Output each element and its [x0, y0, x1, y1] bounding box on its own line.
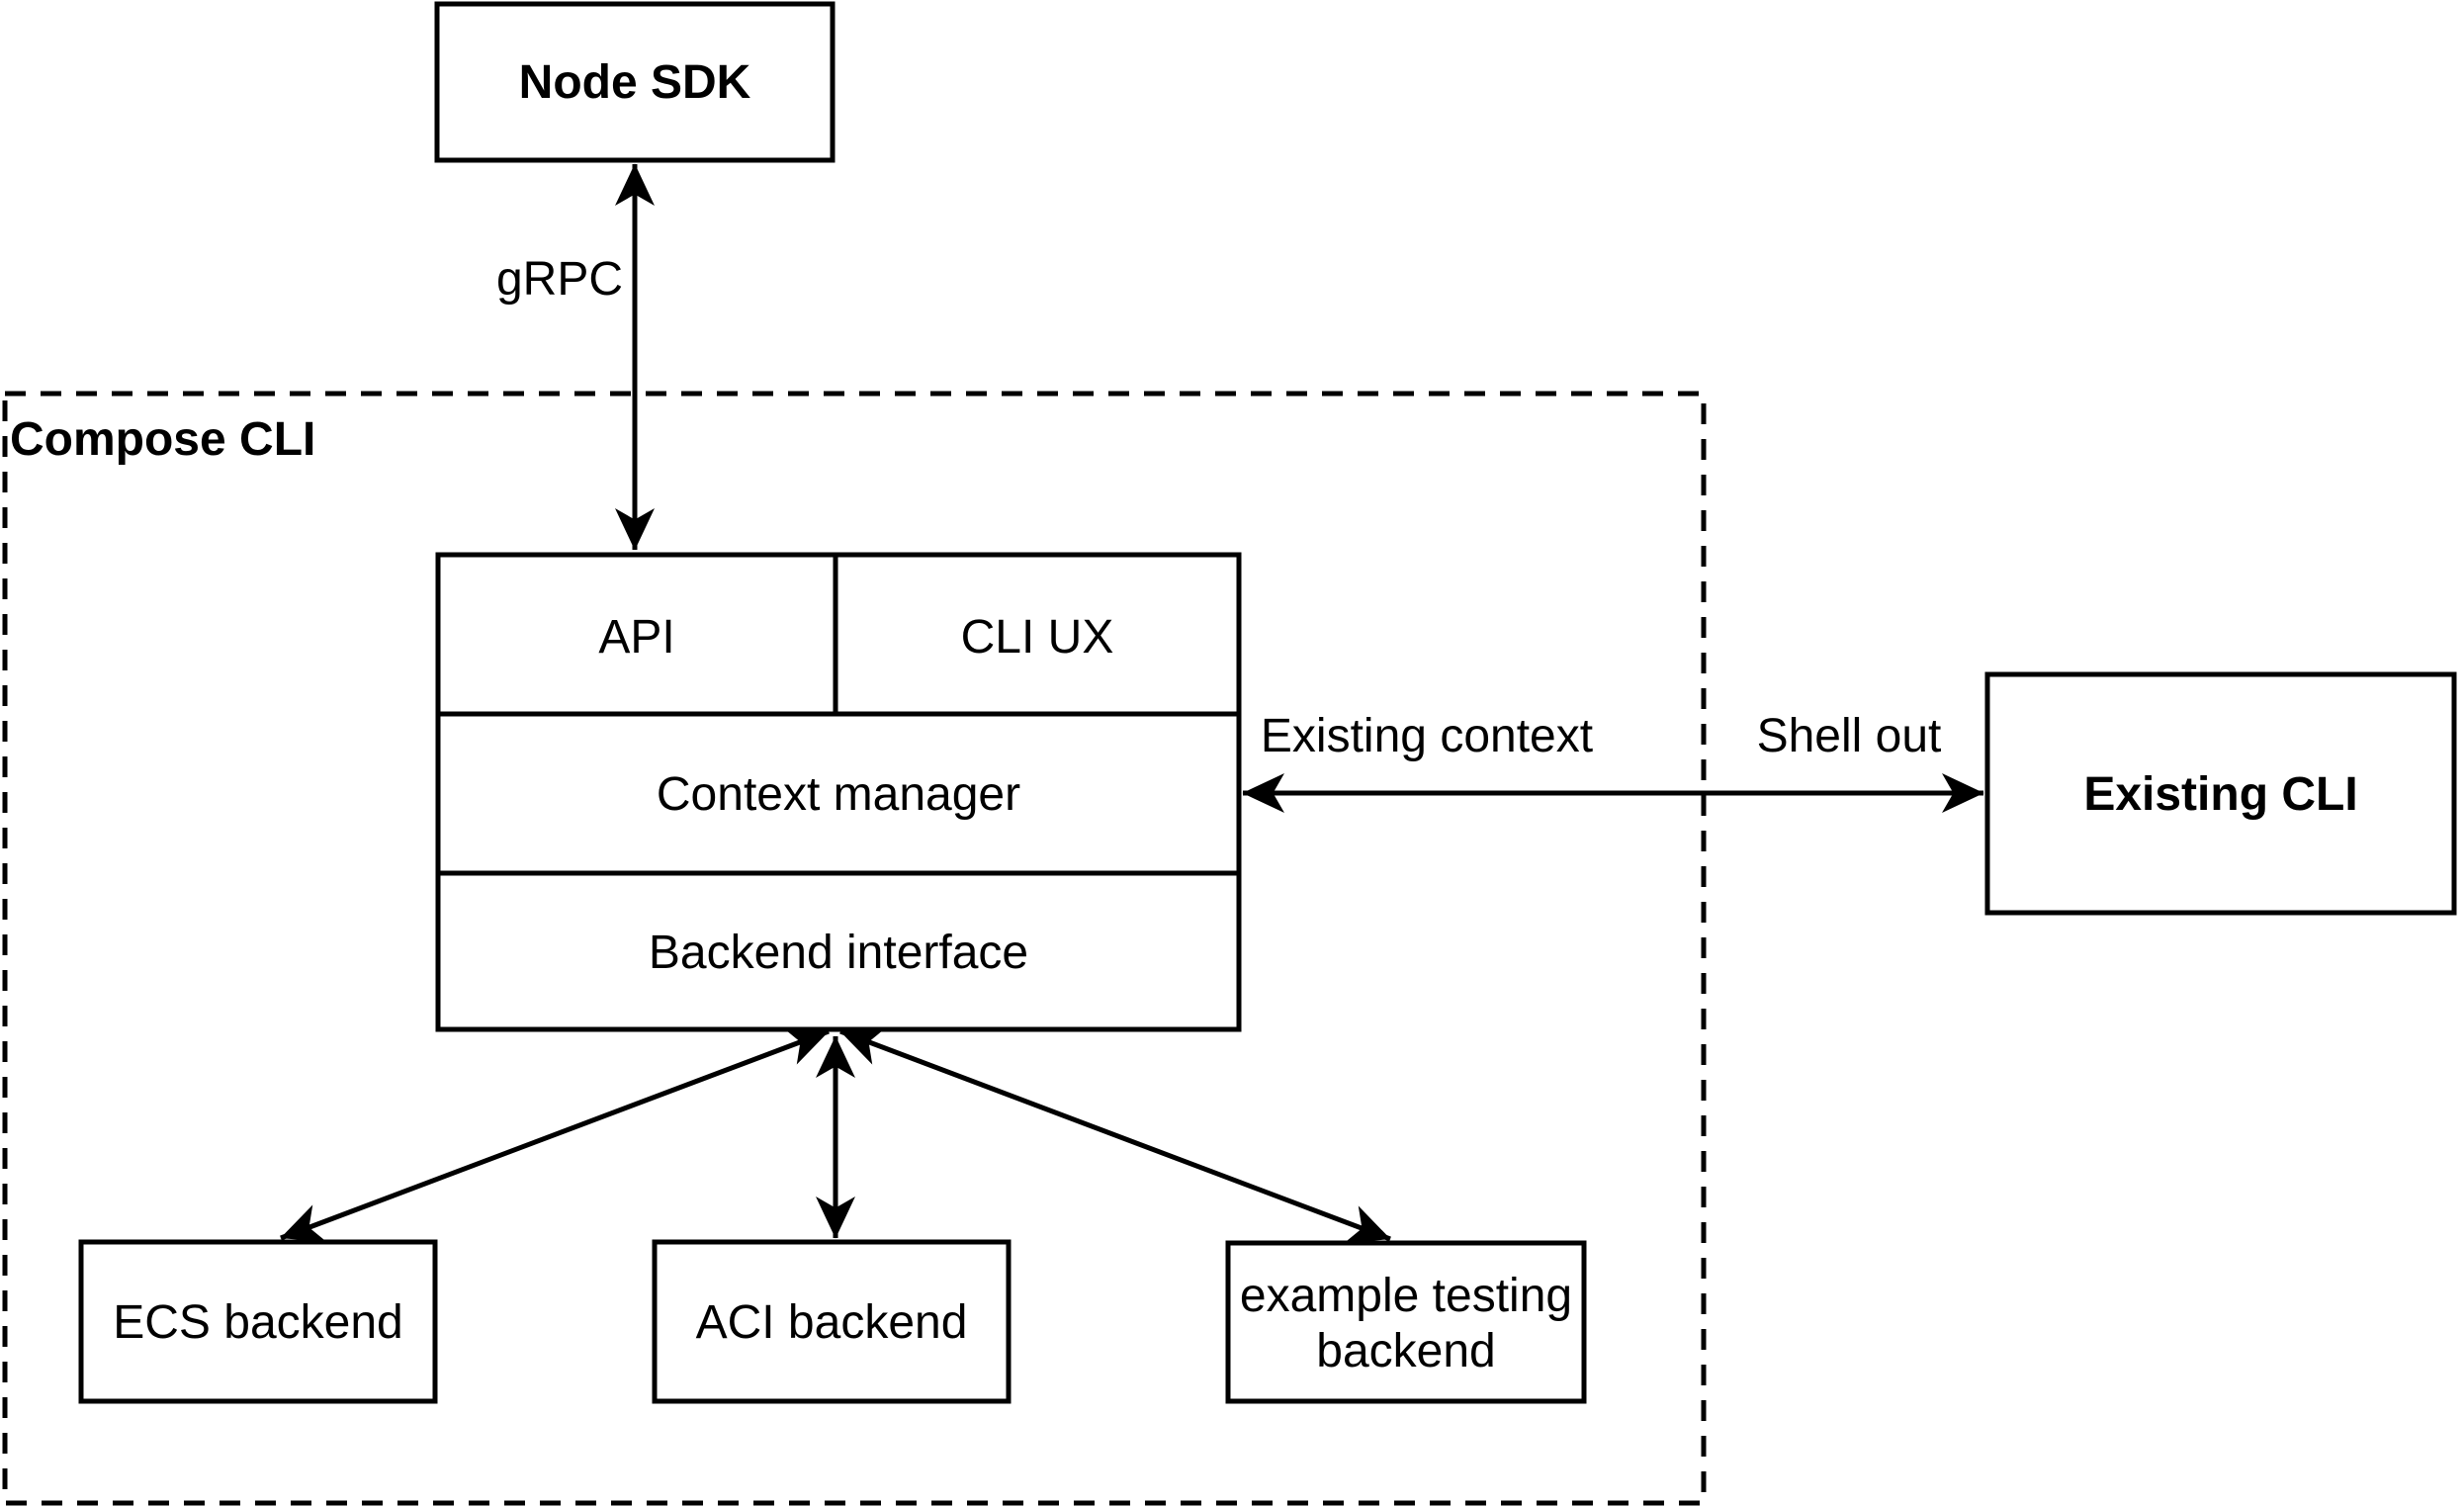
backend-to-ecs-arrow: [280, 1027, 830, 1242]
grpc-label: gRPC: [496, 253, 623, 306]
aci-backend-box: [652, 1239, 1012, 1404]
api-label: API: [598, 611, 674, 664]
existing-context-label: Existing context: [1261, 710, 1593, 762]
existing-cli-box: [1984, 671, 2457, 916]
ecs-backend-label: ECS backend: [113, 1296, 403, 1349]
compose-cli-core-box: [435, 552, 1242, 1032]
aci-backend-label: ACI backend: [696, 1296, 968, 1349]
node-sdk-label: Node SDK: [519, 56, 751, 109]
compose-cli-container: [2, 391, 1707, 1506]
context-manager-label: Context manager: [657, 768, 1020, 821]
shell-out-label: Shell out: [1757, 710, 1942, 762]
existing-cli-label: Existing CLI: [2083, 768, 2357, 821]
ecs-backend-box: [78, 1239, 438, 1404]
example-testing-backend-label-line2: backend: [1316, 1325, 1495, 1377]
backend-interface-label: Backend interface: [649, 927, 1028, 979]
example-testing-backend-box: [1225, 1240, 1587, 1404]
example-testing-backend-label-line1: example testing: [1240, 1270, 1572, 1322]
backend-to-example-testing-arrow: [839, 1027, 1391, 1243]
cli-ux-label: CLI UX: [961, 611, 1114, 664]
node-sdk-box: [434, 1, 836, 163]
compose-cli-label: Compose CLI: [10, 413, 315, 466]
